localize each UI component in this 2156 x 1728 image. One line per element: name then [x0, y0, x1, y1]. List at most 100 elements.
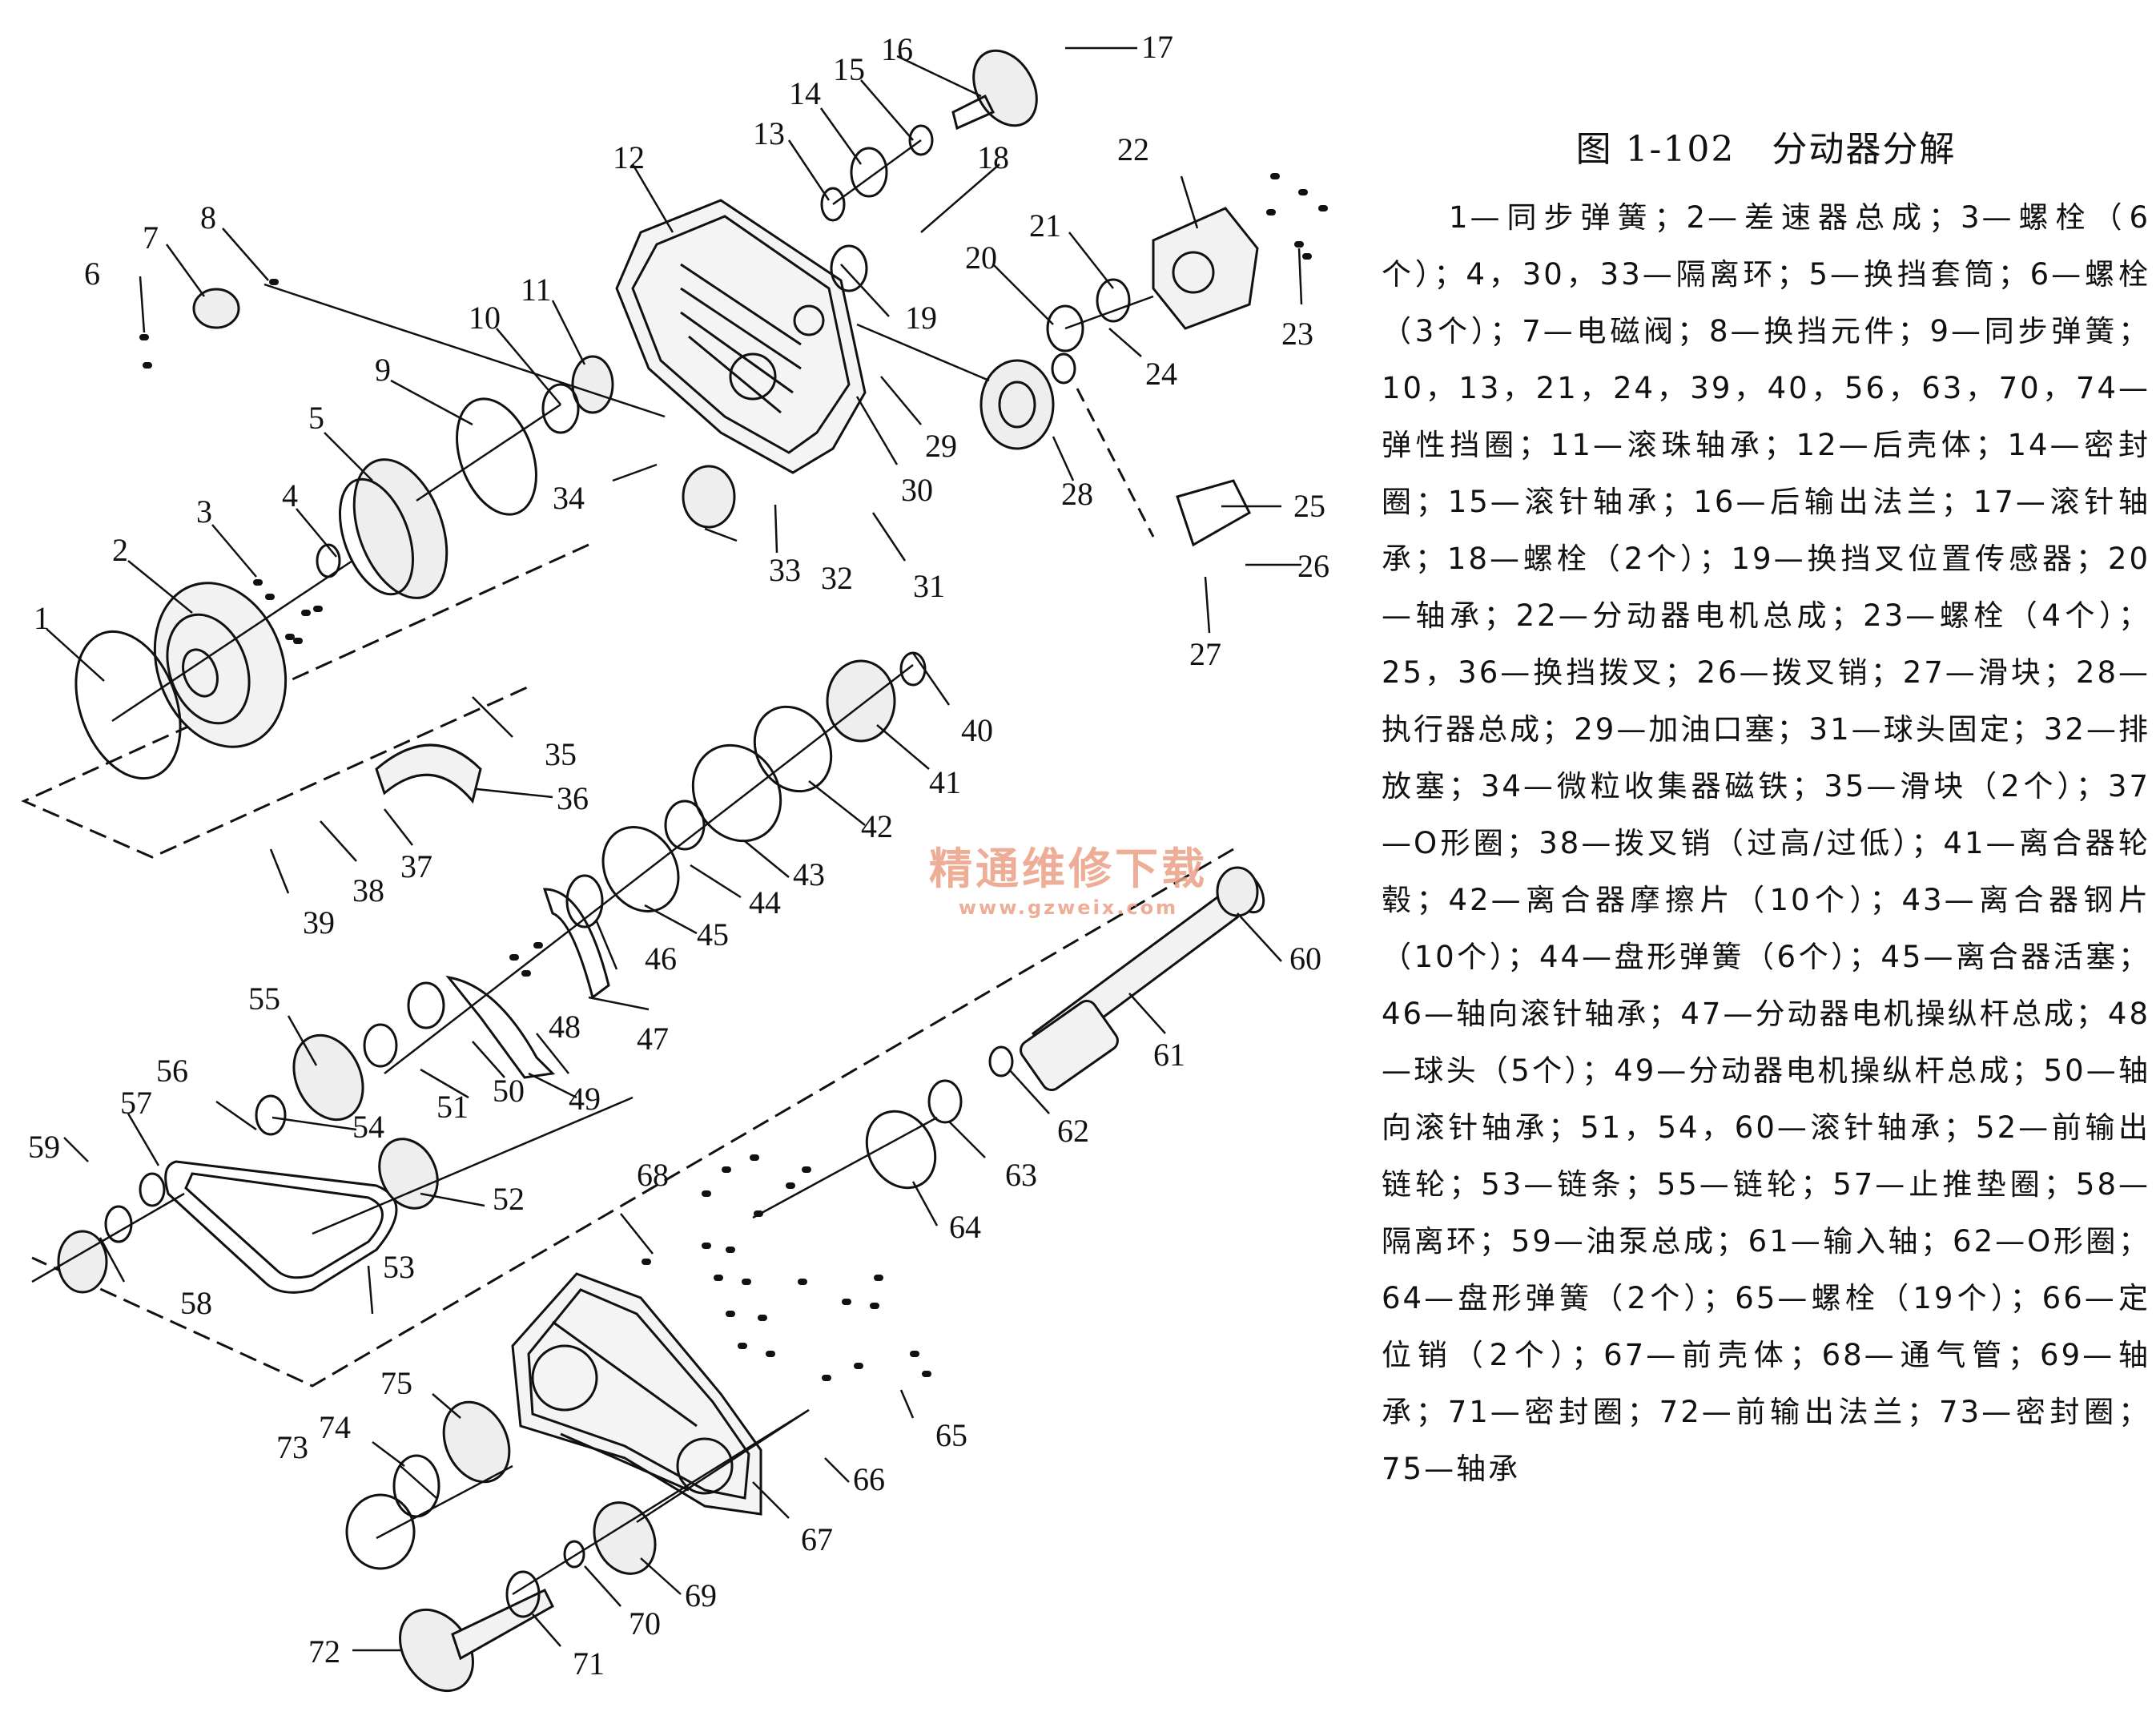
- callout-8: 8: [200, 199, 216, 236]
- callout-10: 10: [469, 300, 501, 336]
- callout-48: 48: [549, 1009, 581, 1045]
- lever-assembly-47: [542, 888, 610, 1000]
- callout-53: 53: [383, 1249, 415, 1285]
- callout-58: 58: [180, 1285, 212, 1321]
- callout-74: 74: [319, 1409, 351, 1445]
- callout-37: 37: [400, 848, 432, 884]
- callout-67: 67: [801, 1521, 833, 1557]
- callout-22: 22: [1117, 131, 1149, 167]
- callout-34: 34: [553, 480, 585, 516]
- figure-caption: 图 1-102 分动器分解 1—同步弹簧；2—差速器总成；3—螺栓（6个）；4，…: [1382, 120, 2150, 1497]
- callout-27: 27: [1189, 636, 1221, 672]
- synchro-spring-ring: [74, 630, 182, 780]
- callout-47: 47: [637, 1021, 669, 1057]
- callout-4: 4: [282, 477, 298, 514]
- callout-11: 11: [521, 272, 552, 308]
- exploded-view-diagram: 1 2 3 4 5 6 7 8 9 10 11 12 13 14 15 16 1…: [21, 29, 1329, 1693]
- axis-lines: [31, 139, 1154, 1596]
- callout-18: 18: [977, 139, 1009, 175]
- callout-21: 21: [1029, 207, 1061, 244]
- callout-71: 71: [573, 1645, 605, 1682]
- leader-lines: [46, 46, 1303, 1652]
- chain: [164, 1160, 398, 1294]
- callout-55: 55: [248, 981, 280, 1017]
- callout-41: 41: [929, 764, 961, 800]
- shift-fork-36: [375, 743, 482, 804]
- callout-60: 60: [1289, 941, 1321, 977]
- callout-61: 61: [1153, 1037, 1185, 1073]
- callout-2: 2: [112, 532, 128, 568]
- callout-50: 50: [493, 1073, 525, 1109]
- motor-assembly: [1152, 207, 1259, 330]
- callout-64: 64: [949, 1209, 981, 1245]
- callout-62: 62: [1057, 1113, 1089, 1149]
- callout-75: 75: [380, 1365, 412, 1401]
- callout-51: 51: [436, 1089, 469, 1125]
- callout-63: 63: [1005, 1157, 1037, 1193]
- callout-57: 57: [120, 1085, 152, 1121]
- callout-6: 6: [84, 256, 100, 292]
- callout-69: 69: [685, 1577, 717, 1613]
- callout-42: 42: [861, 808, 893, 844]
- callout-13: 13: [753, 115, 785, 151]
- callout-numbers: 1 2 3 4 5 6 7 8 9 10 11 12 13 14 15 16 1…: [28, 29, 1329, 1682]
- callout-15: 15: [833, 51, 865, 87]
- callout-66: 66: [853, 1461, 885, 1497]
- callout-56: 56: [156, 1053, 188, 1089]
- watermark-url: www.gzweix.com: [958, 896, 1179, 919]
- rear-output-flange: [951, 49, 1038, 131]
- callout-17: 17: [1141, 29, 1173, 65]
- callout-1: 1: [34, 600, 50, 636]
- watermark: 精通维修下载 www.gzweix.com: [929, 833, 1208, 919]
- callout-68: 68: [637, 1157, 669, 1193]
- callout-35: 35: [545, 736, 577, 772]
- callout-45: 45: [697, 916, 729, 953]
- callout-14: 14: [789, 75, 821, 111]
- rear-housing: [615, 199, 867, 474]
- watermark-title: 精通维修下载: [929, 844, 1208, 894]
- callout-7: 7: [143, 220, 159, 256]
- differential-assembly: [153, 582, 288, 748]
- callout-38: 38: [352, 872, 384, 908]
- callout-16: 16: [881, 31, 913, 67]
- callout-72: 72: [308, 1633, 340, 1670]
- callout-54: 54: [352, 1109, 384, 1145]
- callout-3: 3: [196, 493, 212, 530]
- callout-33: 33: [769, 552, 801, 588]
- shift-sleeve: [338, 458, 448, 599]
- front-housing: [511, 1272, 762, 1516]
- callout-70: 70: [629, 1605, 661, 1641]
- callout-31: 31: [913, 568, 945, 604]
- callout-36: 36: [557, 780, 589, 816]
- callout-28: 28: [1061, 476, 1093, 512]
- callout-12: 12: [613, 139, 645, 175]
- dashed-line-actuator: [1076, 388, 1155, 538]
- callout-26: 26: [1297, 548, 1329, 584]
- synchro-spring-ring-9: [456, 397, 537, 516]
- input-shaft: [1020, 868, 1265, 1092]
- callout-20: 20: [965, 240, 997, 276]
- dashed-group-left: [21, 543, 589, 859]
- lever-assembly-49: [445, 975, 556, 1079]
- callout-44: 44: [749, 884, 781, 920]
- callout-46: 46: [645, 941, 677, 977]
- callout-40: 40: [961, 712, 993, 748]
- callout-5: 5: [308, 400, 324, 436]
- callout-24: 24: [1145, 356, 1177, 392]
- actuator-assembly: [979, 359, 1055, 450]
- callout-32: 32: [821, 560, 853, 596]
- callout-65: 65: [935, 1417, 967, 1453]
- dashed-group-center: [31, 848, 1234, 1388]
- callout-25: 25: [1293, 488, 1325, 524]
- parts-legend: 1—同步弹簧；2—差速器总成；3—螺栓（6个）；4，30，33—隔离环；5—换挡…: [1382, 200, 2150, 1486]
- callout-59: 59: [28, 1129, 60, 1165]
- callout-43: 43: [793, 856, 825, 892]
- figure-title: 图 1-102 分动器分解: [1575, 129, 1957, 170]
- shift-fork-25: [1176, 479, 1251, 547]
- callout-52: 52: [493, 1181, 525, 1217]
- callout-49: 49: [569, 1081, 601, 1117]
- callout-29: 29: [925, 428, 957, 464]
- callout-9: 9: [375, 352, 391, 388]
- callout-23: 23: [1281, 316, 1313, 352]
- callout-19: 19: [905, 300, 937, 336]
